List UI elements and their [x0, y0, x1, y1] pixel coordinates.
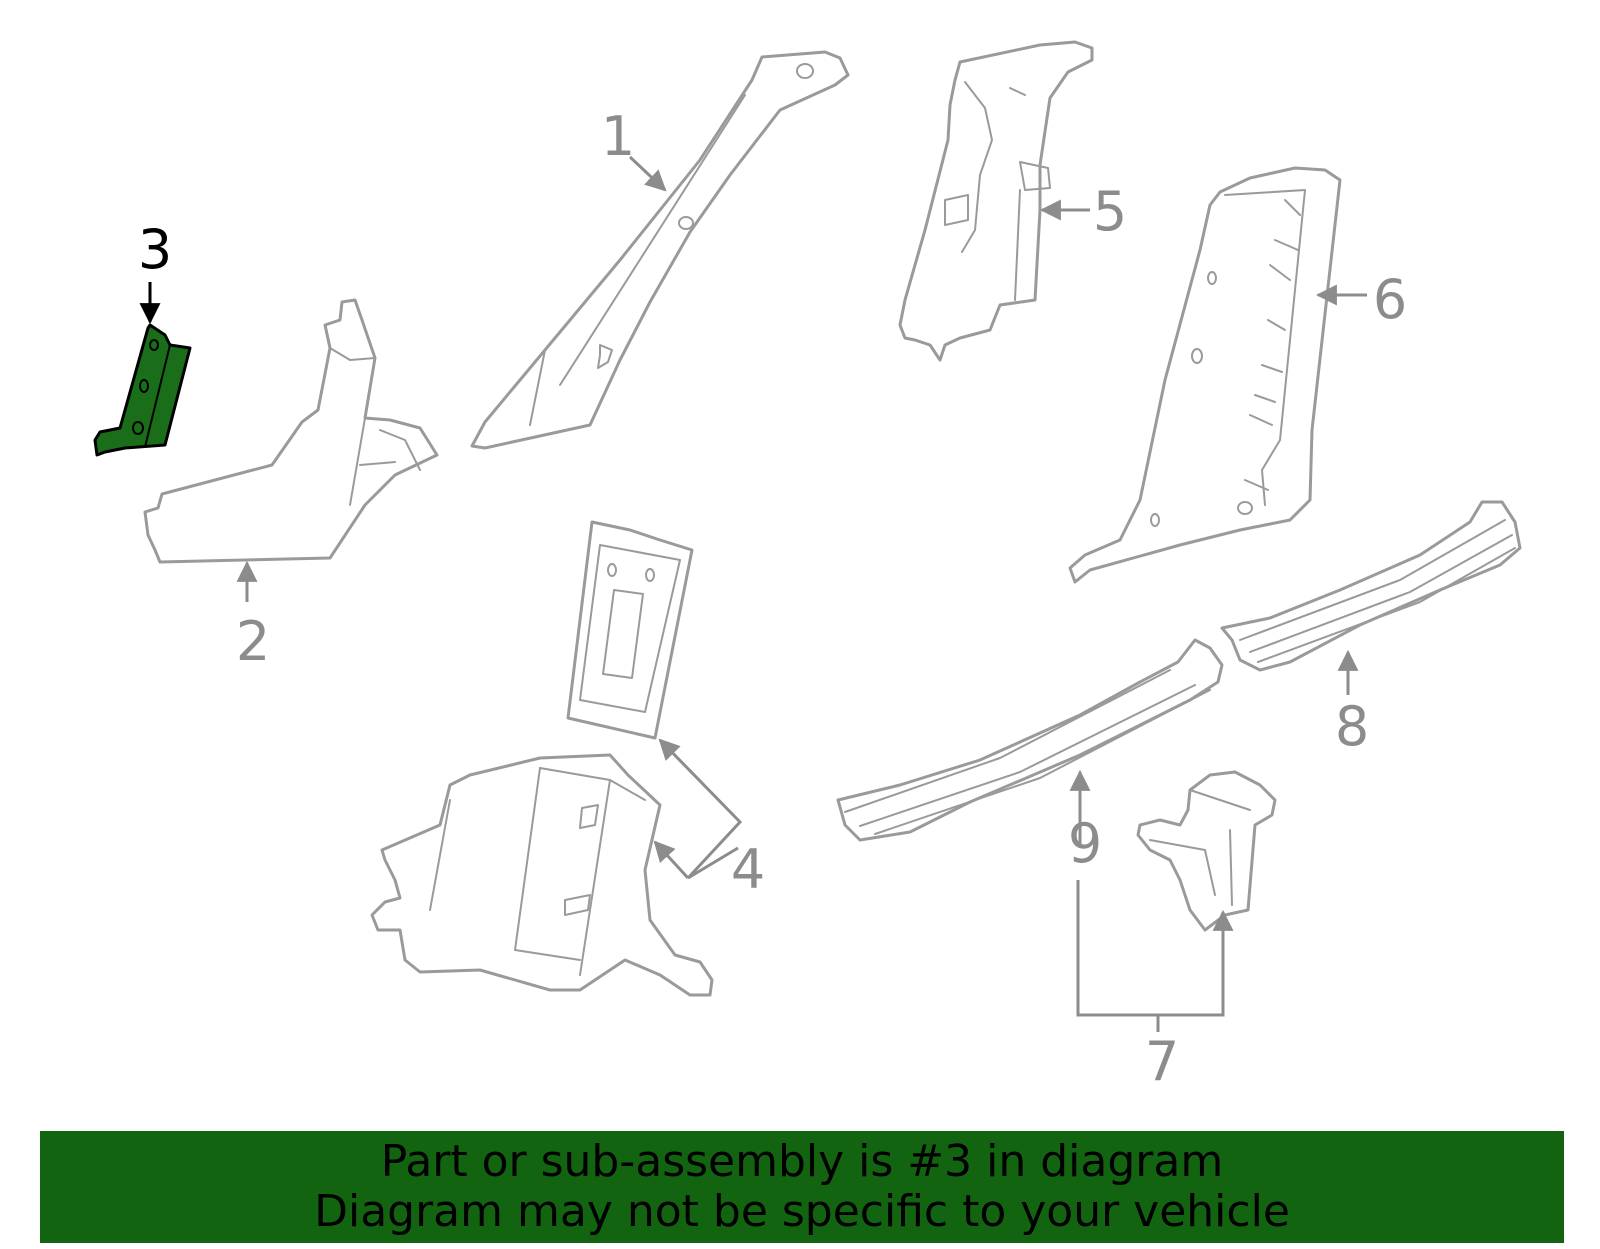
part-5-b-pillar-upper[interactable]: [898, 40, 1094, 362]
part-4-lower-trim[interactable]: [370, 753, 714, 997]
callout-4-leader-a: [658, 738, 743, 880]
part-6-b-pillar-trim[interactable]: [1068, 166, 1342, 584]
callout-5: 5: [1093, 180, 1127, 243]
callout-1: 1: [601, 105, 635, 168]
banner-line-1: Part or sub-assembly is #3 in diagram: [380, 1136, 1224, 1187]
callout-1-leader: [628, 155, 667, 192]
callout-8: 8: [1335, 695, 1369, 758]
part-1-a-pillar-trim[interactable]: [470, 50, 850, 450]
part-8-sill-plate[interactable]: [1220, 500, 1522, 672]
part-7-clip[interactable]: [1136, 770, 1277, 932]
callout-7: 7: [1145, 1030, 1179, 1093]
part-3-bracket[interactable]: [93, 323, 192, 457]
callout-6: 6: [1373, 268, 1407, 331]
part-4-plate[interactable]: [566, 520, 694, 740]
info-banner: Part or sub-assembly is #3 in diagram Di…: [40, 1131, 1564, 1243]
callout-2: 2: [236, 610, 270, 673]
part-2-kick-panel[interactable]: [143, 298, 439, 564]
callout-9: 9: [1068, 812, 1102, 875]
callout-4: 4: [731, 838, 765, 901]
callout-7-leader: [1076, 880, 1234, 1017]
banner-line-2: Diagram may not be specific to your vehi…: [314, 1186, 1290, 1237]
callout-3: 3: [138, 218, 172, 281]
part-9-sill-plate[interactable]: [836, 638, 1224, 842]
callout-4-leader-b: [653, 840, 690, 880]
